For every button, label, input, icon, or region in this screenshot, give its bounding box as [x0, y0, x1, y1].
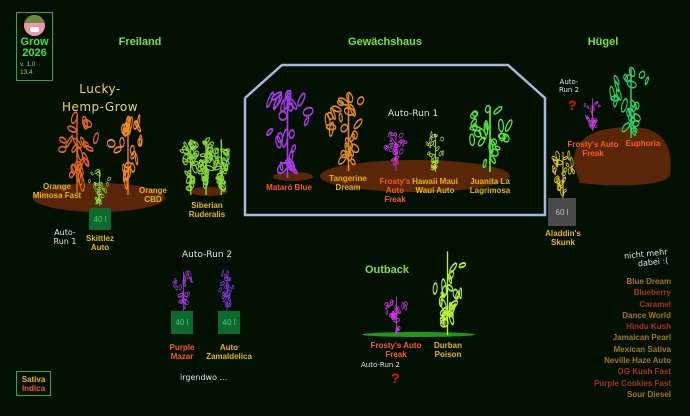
- gone-list-item: Blueberry: [633, 288, 671, 298]
- plant-orange-mimosa-fast[interactable]: [53, 111, 101, 194]
- run-label: Auto-Run 2: [182, 250, 233, 260]
- pot: 40 l: [171, 311, 193, 334]
- plant-drawing: [432, 251, 467, 335]
- plant-drawing: [583, 98, 601, 131]
- gone-list-item: Dance World: [622, 310, 671, 320]
- legend-indica: Indica: [21, 384, 46, 393]
- plant-drawing: [88, 168, 112, 206]
- plant-drawing: [425, 131, 445, 172]
- plant-frostys-auto-freak[interactable]: [580, 97, 605, 131]
- plant-label: Auto Zamaldelica: [206, 343, 252, 361]
- gone-list-item: OG Kush Fast: [617, 367, 671, 377]
- plant-label: Frosty's Auto Freak: [567, 140, 619, 158]
- plant-frostys-auto-freak[interactable]: [383, 295, 410, 335]
- plant-label: Orange CBD: [138, 186, 167, 204]
- plant-drawing: [172, 270, 193, 311]
- unknown-mark: ?: [568, 97, 577, 113]
- run-label: Auto-Run 2: [361, 361, 401, 369]
- plant-drawing: [551, 150, 575, 198]
- plant-label: Juanita La Lagrimosa: [469, 177, 511, 195]
- plant-drawing: [383, 131, 408, 171]
- soil-bed: [320, 160, 510, 192]
- soil-bed: [273, 172, 313, 181]
- plant-label: Tangerine Dream: [329, 174, 367, 192]
- plant-drawing: [218, 269, 234, 311]
- run-label: Auto-Run 1: [53, 228, 77, 246]
- plant-drawing: [58, 111, 99, 194]
- pot: 60 l: [548, 198, 576, 226]
- lucky-hemp-grow-heading: Lucky-Hemp-Grow: [61, 82, 139, 114]
- gone-list-item: Jamaican Pearl: [612, 333, 671, 343]
- outback-ground: [362, 332, 475, 337]
- unknown-mark: ?: [391, 370, 400, 386]
- plant-aladdins-skunk[interactable]: [546, 150, 580, 198]
- run-label: Auto-Run 1: [388, 109, 439, 119]
- pot: 40 l: [89, 208, 111, 230]
- plant-label: Aladdin's Skunk: [545, 229, 581, 247]
- plant-siberian-ruderalis[interactable]: [179, 137, 230, 195]
- plant-durban-poison[interactable]: [425, 248, 470, 335]
- plant-drawing: [469, 105, 513, 172]
- avatar-logo: [24, 15, 45, 36]
- plant-label: Frosty's Auto Freak: [370, 341, 422, 359]
- gone-list-item: Purple Cookies Fast: [594, 378, 671, 388]
- plant-euphoria[interactable]: [607, 66, 655, 138]
- elsewhere-note: irgendwo ...: [180, 373, 228, 382]
- plant-orange-cbd[interactable]: [106, 113, 150, 195]
- plant-drawing: [179, 137, 230, 195]
- plant-frostys-auto-freak[interactable]: [382, 131, 410, 171]
- greenhouse-frame: [243, 63, 547, 217]
- plant-label: Orange Mimosa Fast: [32, 182, 82, 200]
- plant-hawaii-maui-waui-auto[interactable]: [423, 131, 448, 172]
- plant-mataro-blue[interactable]: [260, 86, 315, 178]
- plant-label: Mataró Blue: [266, 183, 312, 192]
- plant-label: Frosty's Auto Freak: [379, 177, 411, 204]
- plant-label: Skittlez Auto: [85, 234, 114, 252]
- plant-drawing: [384, 296, 408, 335]
- plant-tangerine-dream[interactable]: [322, 91, 375, 171]
- gone-list-item: Neville Haze Auto: [604, 356, 671, 366]
- plant-label: Purple Mazar: [169, 343, 195, 361]
- area-title-freiland: Freiland: [118, 36, 162, 48]
- plant-purple-mazar[interactable]: [171, 270, 196, 311]
- plant-drawing: [266, 89, 314, 178]
- plant-label: Euphoria: [625, 139, 661, 148]
- pot: 40 l: [218, 311, 240, 334]
- area-title-greenhouse: Gewächshaus: [348, 36, 422, 48]
- legend-box: Sativa Indica: [16, 371, 51, 396]
- plant-label: Durban Poison: [434, 341, 462, 359]
- legend-sativa: Sativa: [21, 375, 46, 384]
- plant-skittlez-auto[interactable]: [87, 168, 112, 206]
- plant-auto-zamaldelica[interactable]: [215, 269, 239, 311]
- area-title-outback: Outback: [364, 264, 410, 276]
- soil-bed: [190, 187, 228, 196]
- plant-label: Hawaii Maui Waui Auto: [412, 177, 458, 195]
- hill-soil: [573, 127, 671, 186]
- run-label: Auto-Run 2: [558, 78, 580, 94]
- gone-list-item: Caramel: [639, 299, 671, 309]
- gone-list-item: Sour Diesel: [626, 389, 671, 399]
- gone-list-item: Blue Dream: [626, 277, 671, 286]
- area-title-hill: Hügel: [587, 36, 619, 48]
- plant-label: Siberian Ruderalis: [188, 201, 226, 219]
- plant-drawing: [106, 114, 143, 195]
- plant-juanita-la-lagrimosa[interactable]: [462, 104, 518, 172]
- gone-list-item: Hindu Kush: [626, 322, 671, 332]
- gone-list-item: Mexican Sativa: [613, 344, 671, 354]
- plant-drawing: [609, 66, 650, 138]
- plant-drawing: [324, 91, 365, 171]
